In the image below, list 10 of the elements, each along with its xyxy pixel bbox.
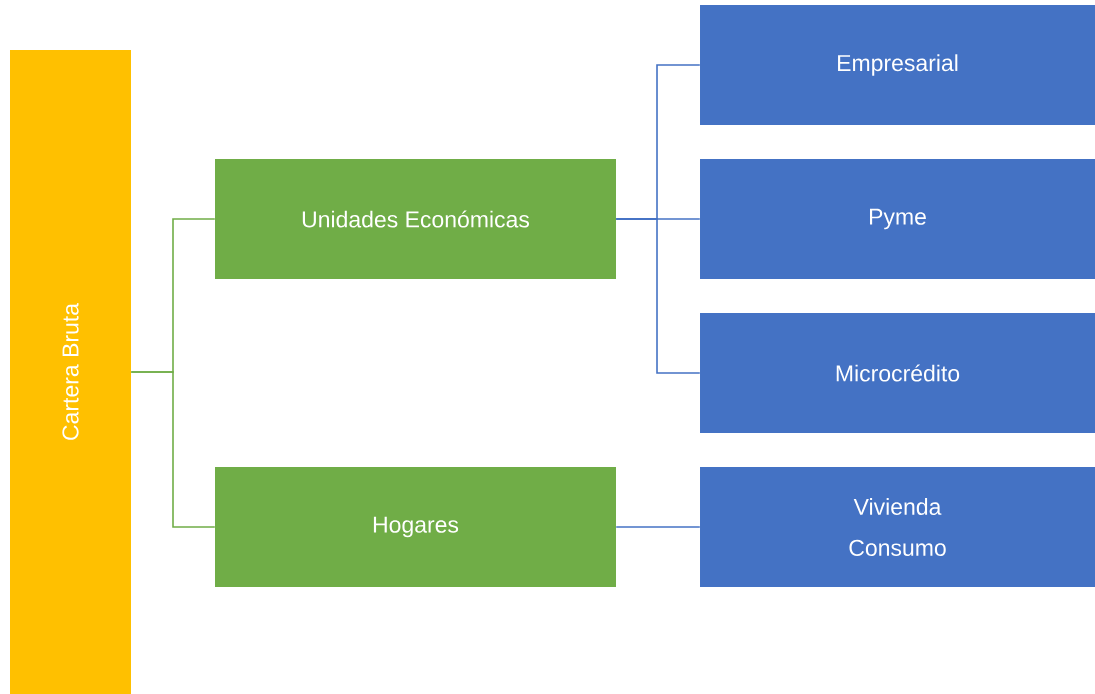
category-bar: Cartera Bruta	[10, 50, 131, 694]
connector-line	[615, 218, 701, 374]
connector-line	[615, 526, 701, 528]
category-box: Hogares	[215, 467, 616, 587]
segment-box: Empresarial	[700, 5, 1095, 125]
segment-box: Microcrédito	[700, 313, 1095, 433]
category-box: Unidades Económicas	[215, 159, 616, 279]
segment-box: Vivienda Consumo	[700, 467, 1095, 587]
connector-line	[130, 371, 216, 528]
segment-box: Pyme	[700, 159, 1095, 279]
